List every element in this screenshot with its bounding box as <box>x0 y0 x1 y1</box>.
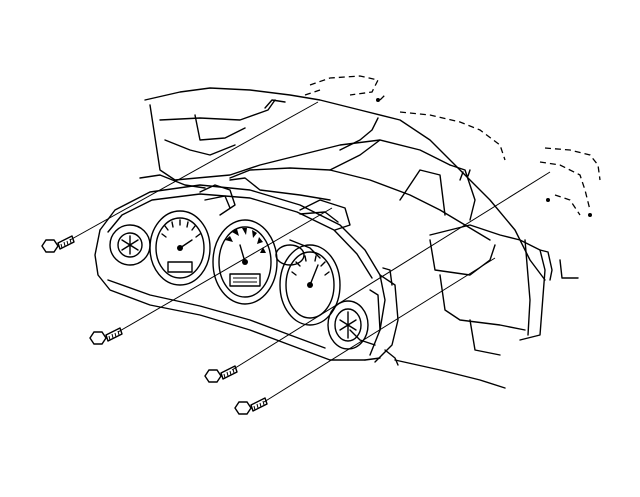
dash-panel <box>139 87 579 356</box>
lower-trim <box>384 349 506 389</box>
cowl-phantom-outline <box>304 75 601 216</box>
outer-right-gauge <box>327 300 369 350</box>
fastener-1 <box>41 101 319 253</box>
panel-screw-marks <box>376 98 592 217</box>
fastener-2 <box>89 207 333 345</box>
outer-left-gauge <box>109 224 151 266</box>
fastener-4 <box>234 257 496 415</box>
fastener-3 <box>204 171 551 383</box>
tachometer-left-gauge <box>149 210 211 286</box>
speedometer-gauge <box>212 219 278 305</box>
right-gauge <box>275 244 305 266</box>
